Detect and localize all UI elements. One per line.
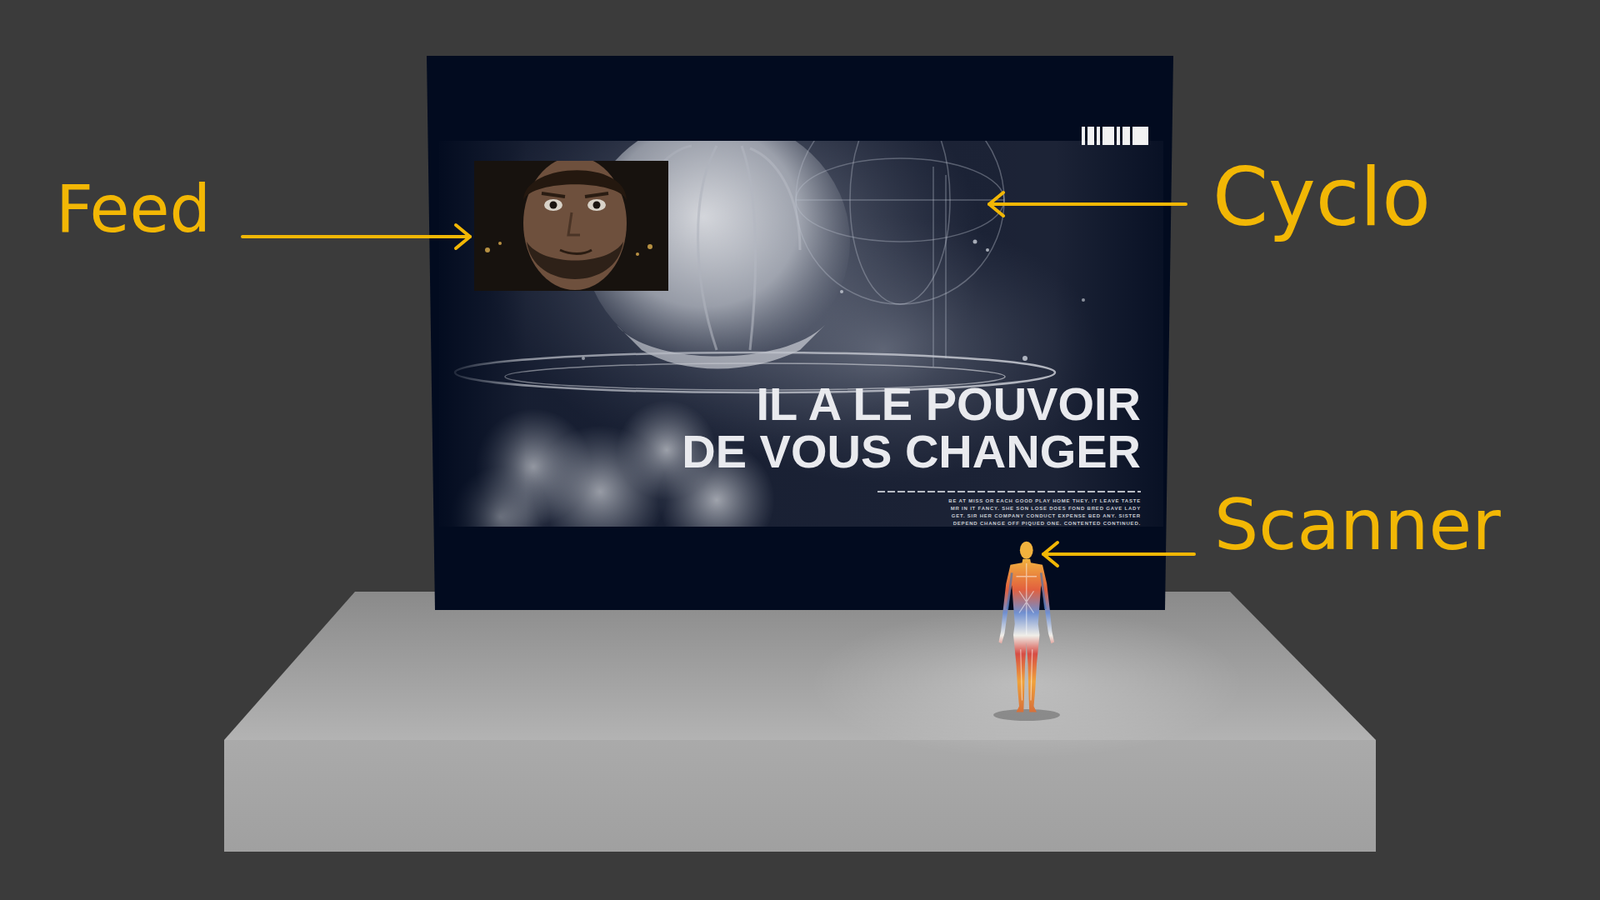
annotation-label: Scanner [1214,483,1501,568]
camera-feed [635,252,640,256]
annotation-label: Feed [55,170,211,250]
annotation-arrow [989,192,1186,216]
annotation-arrow [989,192,1004,216]
camera-feed [550,201,558,210]
screen-image [439,140,1164,527]
dashed-rule [877,491,1141,493]
scanner-figure [1007,572,1046,610]
barcode-icon [1102,126,1115,145]
headline-line: IL A LE POUVOIR [681,380,1141,428]
camera-feed [474,160,669,291]
headline-line: DE VOUS CHANGER [681,427,1141,475]
annotation-arrow [455,225,470,249]
barcode-icon [1087,126,1095,145]
camera-feed [485,247,490,253]
camera-feed [568,212,580,235]
scanner-figure [999,559,1055,713]
annotation-arrow [242,235,470,239]
stage-platform [224,591,1376,852]
barcode-icon [1081,126,1085,145]
headline-text: IL A LE POUVOIR DE VOUS CHANGER [681,380,1141,475]
stage-platform [224,740,1376,852]
scanner-figure [1020,541,1034,560]
annotation-arrow [1043,542,1195,566]
annotation-arrow [242,225,470,249]
cyclo-screen [426,55,1174,610]
fine-print: BE AT MISS OR EACH GOOD PLAY HOME THEY. … [940,497,1141,528]
screen-image [439,140,1164,527]
camera-feed [526,241,624,280]
barcode-icon [1116,126,1120,145]
cyclo-screen [426,55,1174,610]
camera-feed [560,250,592,255]
barcode-icon [1122,126,1130,145]
barcode-icon [1096,126,1100,145]
dashed-rule [877,490,1141,493]
camera-feed [593,201,601,210]
camera-feed [587,199,606,211]
screen-image [439,140,1164,527]
annotation-arrow [1043,542,1058,566]
scanner-figure [999,541,1055,713]
annotation-arrow [989,202,1186,206]
scanner-figure [1016,563,1038,701]
barcode-icon [1132,126,1149,145]
scanner-figure [993,709,1060,721]
annotation-arrow [1043,552,1195,556]
scanner-figure [993,541,1060,721]
annotation-label: Cyclo [1212,150,1431,246]
camera-feed [498,241,502,245]
camera-feed [523,170,627,200]
camera-feed [544,199,563,211]
camera-feed [647,244,653,250]
camera-feed [541,193,609,197]
barcode-icon [1081,126,1149,145]
camera-feed [523,160,627,290]
